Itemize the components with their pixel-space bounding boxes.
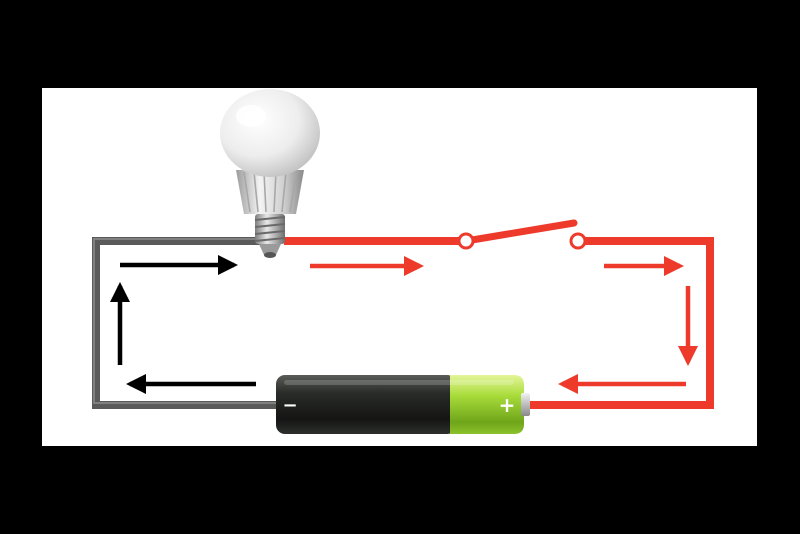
bulb-glass-highlight — [236, 105, 266, 127]
positive-wire-right — [528, 237, 714, 409]
bulb-contact — [264, 252, 276, 258]
bulb-glass — [220, 89, 320, 177]
switch-contact-right — [569, 232, 587, 250]
negative-wire-highlight — [93, 238, 276, 404]
bulb-collar — [236, 170, 304, 214]
bulb-screw-base — [255, 214, 285, 244]
current-arrows-positive — [310, 255, 699, 395]
battery-shine — [284, 380, 514, 385]
battery-body — [276, 375, 456, 434]
switch-lever — [462, 219, 578, 245]
battery-cap — [450, 375, 524, 434]
bulb-tip — [259, 244, 281, 255]
battery-icon: − + — [276, 375, 530, 434]
switch-icon — [457, 219, 587, 250]
negative-wire — [92, 237, 278, 409]
battery-nub — [521, 393, 530, 416]
switch-contact-left — [457, 232, 475, 250]
bulb-screw-threads — [254, 216, 286, 242]
battery-positive-label: + — [499, 393, 516, 417]
battery-negative-label: − — [282, 395, 297, 416]
light-bulb-icon — [220, 89, 320, 258]
bulb-collar-ribs — [243, 171, 297, 213]
current-arrows-negative — [109, 254, 256, 395]
